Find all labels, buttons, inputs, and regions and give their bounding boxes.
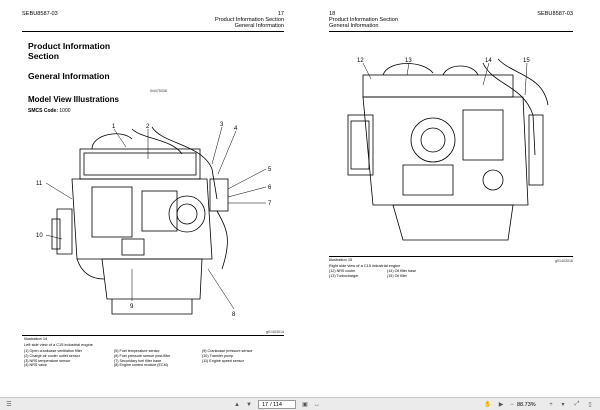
- model-view-title: Model View Illustrations: [28, 95, 119, 104]
- legend-item: (11) Engine speed sensor: [202, 358, 244, 363]
- header-line-1: Product Information Section: [329, 17, 399, 23]
- callout-4: 4: [234, 126, 238, 132]
- hand-tool-icon[interactable]: ✋: [484, 402, 492, 408]
- legend-item: (3) NRS temperature sensor: [24, 358, 71, 363]
- legend-column-3: (9) Crankcase pressure sensor (10) Trans…: [202, 349, 253, 363]
- document-viewer: SEBU8587-03 17 Product Information Secti…: [18, 3, 583, 393]
- legend-item: (1) Open crankcase ventilation filter: [24, 349, 83, 353]
- page-number: 17: [277, 11, 284, 17]
- page-layout-icon[interactable]: ▯: [588, 402, 592, 408]
- callout-8: 8: [232, 312, 236, 318]
- legend-item: (6) Fuel pressure sensor post-filter: [114, 353, 171, 358]
- fit-window-icon[interactable]: ⤢: [574, 401, 580, 407]
- header-line-2: General Information: [234, 23, 284, 29]
- caption-rule: [329, 256, 573, 257]
- fit-page-icon[interactable]: ▣: [302, 402, 308, 408]
- section-title-line-1: Product Information: [28, 41, 111, 51]
- legend-item: (8) Engine control module (ECM): [114, 363, 168, 368]
- header-rule: [329, 31, 573, 32]
- zoom-out-icon[interactable]: −: [510, 401, 514, 408]
- callout-9: 9: [130, 304, 134, 310]
- legend-item: (7) Secondary fuel filter base: [114, 358, 162, 363]
- image-id: i04475338: [150, 89, 167, 93]
- page-17: SEBU8587-03 17 Product Information Secti…: [18, 3, 294, 393]
- legend-item: (15) Oil filler: [387, 273, 407, 278]
- next-page-icon[interactable]: ▼: [246, 401, 252, 408]
- general-info-title: General Information: [28, 71, 110, 81]
- pdf-toolbar: ☰ ▲ ▼ 17 / 114 ▣ ↔ ✋ ▶ − 88.73% + ▾ ⤢ ▯: [0, 397, 600, 410]
- callout-2: 2: [146, 124, 150, 130]
- fit-width-icon[interactable]: ↔: [314, 401, 320, 408]
- doc-code: SEBU8587-03: [22, 11, 58, 17]
- legend-item: (10) Transfer pump: [202, 353, 234, 358]
- smcs-value: 1000: [59, 108, 71, 114]
- callout-12: 12: [357, 58, 364, 64]
- illustration-label: Illustration 14: [24, 336, 48, 341]
- page-18: 18 Product Information Section General I…: [307, 3, 583, 393]
- illustration-caption: Right side view of a C15 industrial engi…: [329, 263, 401, 268]
- smcs-line: SMCS Code: 1000: [28, 108, 71, 114]
- callout-11: 11: [36, 181, 43, 187]
- caption-rule: [22, 335, 284, 336]
- callout-13: 13: [405, 58, 412, 64]
- callout-3: 3: [220, 122, 224, 128]
- illustration-caption: Left side view of a C15 industrial engin…: [24, 342, 93, 347]
- legend-item: (4) NRS valve: [24, 363, 47, 368]
- current-page[interactable]: 17: [262, 401, 269, 408]
- legend-item: (9) Crankcase pressure sensor: [202, 349, 253, 353]
- callout-5: 5: [268, 167, 272, 173]
- engine-right-illustration: 12 13 14 15: [347, 58, 549, 241]
- legend-item: (14) Oil filter base: [387, 269, 417, 273]
- select-tool-icon[interactable]: ▶: [498, 402, 504, 408]
- legend-column-2: (5) Fuel temperature sensor (6) Fuel pre…: [114, 349, 170, 368]
- smcs-label: SMCS Code:: [28, 108, 58, 114]
- legend-column-1: (1) Open crankcase ventilation filter (2…: [24, 349, 82, 368]
- callout-10: 10: [36, 233, 43, 239]
- callout-15: 15: [523, 58, 530, 64]
- dropdown-icon[interactable]: ▾: [561, 402, 565, 408]
- legend-item: (12) NRS cooler: [329, 269, 356, 273]
- legend-item: (13) Turbocharger: [329, 273, 359, 278]
- callout-14: 14: [485, 58, 492, 64]
- sidebar-toggle-icon[interactable]: ☰: [6, 402, 12, 408]
- illustration-label: Illustration 15: [329, 257, 353, 262]
- header-line-2: General Information: [329, 23, 379, 29]
- doc-code: SEBU8587-03: [537, 11, 573, 17]
- callout-7: 7: [268, 201, 272, 207]
- legend-column-2: (14) Oil filter base (15) Oil filler: [387, 269, 416, 279]
- illustration-id: g01403014: [266, 330, 284, 334]
- zoom-level[interactable]: 88.73%: [517, 401, 536, 408]
- legend-column-1: (12) NRS cooler (13) Turbocharger: [329, 269, 359, 279]
- header-line-1: Product Information Section: [214, 17, 284, 23]
- previous-page-icon[interactable]: ▲: [234, 401, 240, 408]
- callout-6: 6: [268, 185, 272, 191]
- section-title-line-2: Section: [28, 51, 60, 61]
- callout-1: 1: [112, 124, 116, 130]
- illustration-id: g01403016: [555, 259, 573, 263]
- total-pages: / 114: [270, 401, 282, 408]
- engine-left-illustration: 1 2 3 4 5 6 7 8 9 10 11: [36, 122, 272, 318]
- page-number: 18: [329, 11, 336, 17]
- legend-item: (5) Fuel temperature sensor: [114, 349, 160, 353]
- zoom-in-icon[interactable]: +: [549, 401, 553, 408]
- page-number-input[interactable]: 17 / 114: [258, 400, 296, 409]
- header-rule: [22, 31, 284, 32]
- legend-item: (2) Charge air cooler outlet sensor: [24, 353, 80, 358]
